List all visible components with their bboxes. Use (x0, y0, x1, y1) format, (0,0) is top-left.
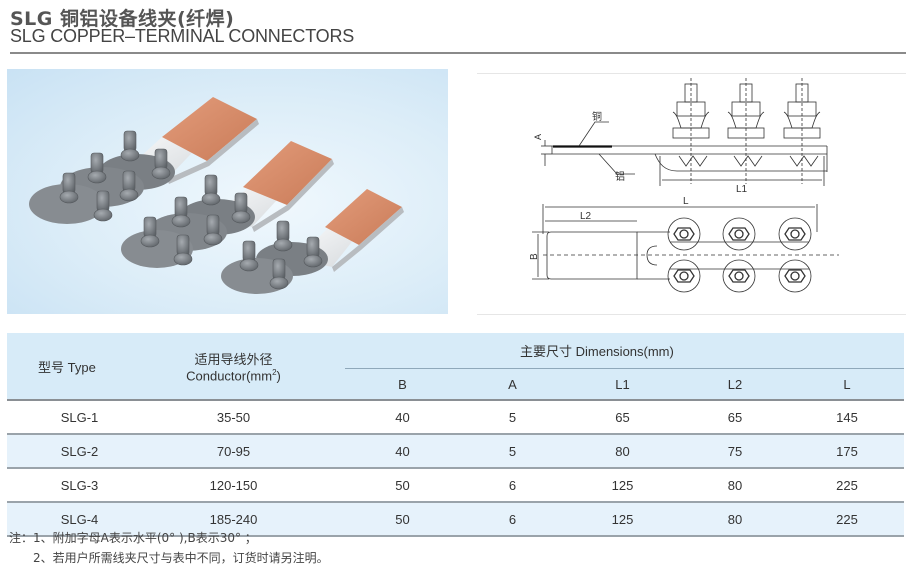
cell-type: SLG-1 (60, 409, 99, 425)
cell-conductor: 70-95 (122, 434, 345, 468)
connector-1 (29, 97, 259, 224)
label-copper: 铜 (592, 111, 602, 123)
label-dim-L: L (683, 196, 689, 207)
cell-L: 145 (836, 409, 858, 425)
cell-type: SLG-3 (60, 477, 99, 493)
header-L: L (790, 368, 904, 400)
header-conductor-cn: 适用导线外径 (194, 351, 273, 367)
header-L2: L2 (680, 368, 790, 400)
cell-L2: 80 (727, 477, 743, 493)
product-illustration (29, 97, 404, 294)
cell-L: 225 (790, 502, 904, 536)
header-type: 型号 Type (7, 333, 122, 400)
cell-B: 50 (345, 502, 460, 536)
cell-L: 175 (790, 434, 904, 468)
page-title-chinese: SLG 铜铝设备线夹(纤焊) (10, 8, 235, 30)
bolt-2 (727, 78, 765, 184)
label-dim-B: B (529, 253, 540, 260)
clamp-body (667, 217, 812, 293)
table-row: SLG-4 185-240 50 6 125 80 225 (7, 502, 904, 536)
cell-L1: 80 (565, 434, 680, 468)
page-title-english: SLG COPPER–TERMINAL CONNECTORS (10, 26, 355, 46)
cell-L2: 65 (727, 409, 743, 425)
specification-table: 型号 Type 适用导线外径 Conductor(mm2) 主要尺寸 Dimen… (7, 333, 904, 537)
cell-A: 6 (508, 477, 517, 493)
product-photo (7, 69, 448, 314)
connector-2 (121, 141, 334, 268)
note-2: 2、若用户所需线夹尺寸与表中不同，订货时请另注明。 (33, 551, 329, 565)
table-subheader-row: B A L1 L2 L (7, 368, 904, 400)
cell-conductor: 120-150 (209, 477, 258, 493)
top-view (532, 204, 839, 293)
cell-A: 5 (508, 409, 517, 425)
header-conductor: 适用导线外径 Conductor(mm2) (122, 333, 345, 400)
header-B: B (345, 368, 460, 400)
note-1: 注：1、附加字母A表示水平(0° ),B表示30° ； (9, 531, 257, 545)
table-row: SLG-2 70-95 40 5 80 75 175 (7, 434, 904, 468)
table-row: SLG-1 35-50 40 5 65 65 145 (7, 400, 904, 434)
header-A: A (460, 368, 565, 400)
cell-L: 225 (836, 477, 858, 493)
cell-A: 6 (460, 502, 565, 536)
technical-drawing-svg: 铜 铝 A L1 L L2 B (529, 78, 839, 293)
technical-drawing: 铜 铝 A L1 L L2 B (477, 73, 906, 315)
side-view (541, 78, 828, 186)
cell-conductor: 185-240 (122, 502, 345, 536)
cell-type: SLG-4 (7, 502, 122, 536)
table-header-row: 型号 Type 适用导线外径 Conductor(mm2) 主要尺寸 Dimen… (7, 333, 904, 400)
header-conductor-en: Conductor(mm2) (186, 367, 281, 384)
cell-L1: 125 (611, 477, 634, 493)
connector-3 (221, 189, 404, 294)
cell-L2: 80 (680, 502, 790, 536)
label-dim-L1: L1 (736, 184, 748, 195)
cell-type: SLG-2 (7, 434, 122, 468)
bolt-3 (783, 78, 821, 184)
label-dim-A: A (533, 134, 543, 140)
notes: 注：1、附加字母A表示水平(0° ),B表示30° ； 2、若用户所需线夹尺寸与… (9, 528, 329, 568)
title-divider (10, 52, 906, 54)
label-aluminium: 铝 (615, 171, 625, 183)
cell-B: 40 (395, 409, 410, 425)
table-row: SLG-3 120-150 50 6 125 80 225 (7, 468, 904, 502)
cell-L1: 65 (615, 409, 630, 425)
header-dimensions: 主要尺寸 Dimensions(mm) (345, 333, 904, 369)
cell-B: 40 (345, 434, 460, 468)
cell-conductor: 35-50 (216, 409, 251, 425)
bolt-1 (672, 78, 710, 184)
cell-A: 5 (460, 434, 565, 468)
cell-L2: 75 (680, 434, 790, 468)
cell-L1: 125 (565, 502, 680, 536)
header-L1: L1 (565, 368, 680, 400)
cell-B: 50 (395, 477, 410, 493)
label-dim-L2: L2 (580, 211, 592, 222)
